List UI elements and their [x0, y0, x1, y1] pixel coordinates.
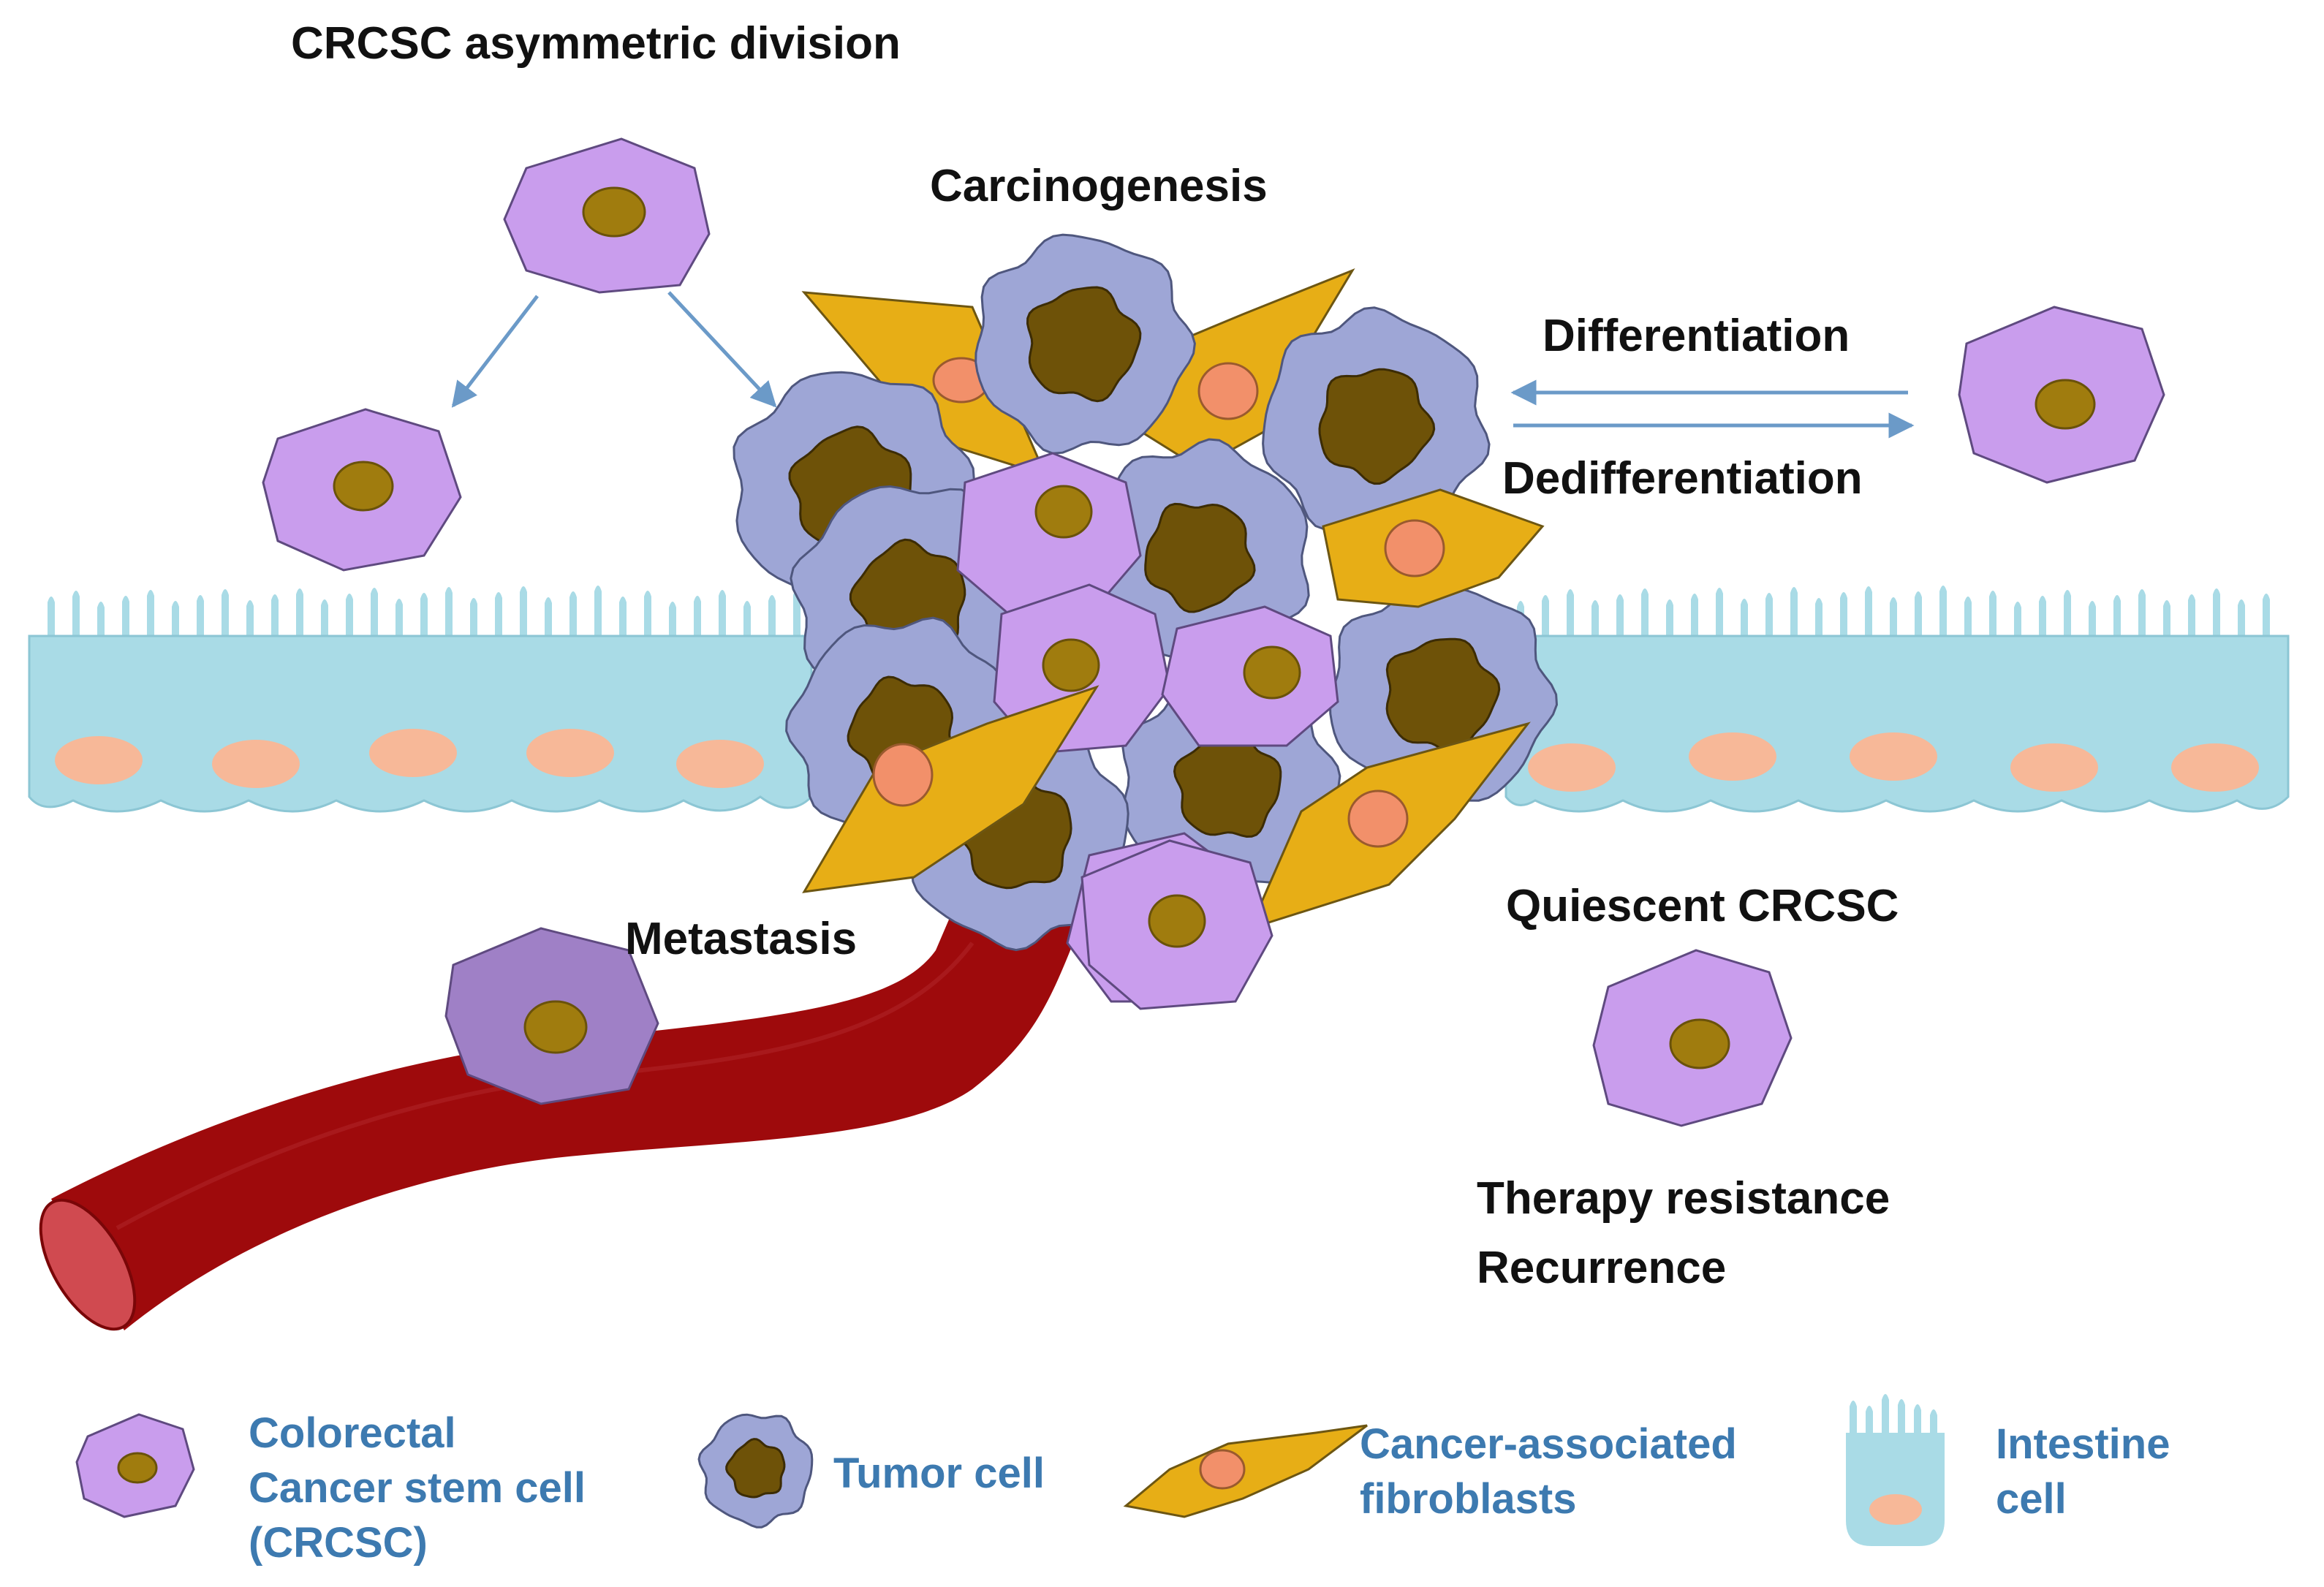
fibroblast-nucleus [1197, 362, 1259, 420]
legend: Colorectal Cancer stem cell (CRCSC) Tumo… [75, 1394, 2170, 1567]
microvilli-right [1517, 586, 2270, 643]
tumor-cell-icon [697, 1413, 814, 1529]
label-dedifferentiation: Dedifferentiation [1502, 453, 1863, 504]
legend-intestine-label: Intestine [1996, 1420, 2170, 1468]
label-asymmetric-division: CRCSC asymmetric division [291, 18, 901, 69]
legend-stem-cell-label: Colorectal [249, 1409, 456, 1457]
division-arrow-left [451, 295, 539, 408]
legend-fibroblast-label: fibroblasts [1360, 1475, 1577, 1523]
legend-stem-cell-label: (CRCSC) [249, 1519, 428, 1567]
stem-nucleus [1042, 638, 1100, 692]
legend-intestine-label: cell [1996, 1475, 2067, 1523]
daughter-stem-cell [262, 408, 462, 572]
fibroblast-nucleus [1384, 519, 1445, 577]
arrows [451, 291, 1915, 439]
legend-intestine-icon [1846, 1394, 1945, 1546]
parent-stem-cell [503, 137, 711, 294]
vessel-opening [39, 1198, 137, 1331]
metastatic-cell [444, 927, 659, 1105]
quiescent-stem-cell [1592, 949, 1793, 1127]
stem-nucleus [1034, 485, 1093, 539]
vessel-body [51, 899, 1082, 1330]
differentiated-cell [1958, 306, 2165, 484]
stem-nucleus [1243, 645, 1301, 700]
label-metastasis: Metastasis [625, 914, 857, 964]
tumor-cell [1262, 306, 1491, 535]
label-recurrence: Recurrence [1477, 1243, 1726, 1293]
legend-stem-cell-icon [75, 1413, 195, 1518]
tumor-mass [733, 233, 1559, 1010]
legend-fibroblast-icon [1123, 1424, 1368, 1518]
division-arrow-right [667, 291, 777, 408]
epithelium-band-right [1504, 635, 2290, 813]
legend-stem-cell-label: Cancer stem cell [249, 1464, 586, 1512]
epithelium-band-left [28, 635, 813, 813]
label-differentiation: Differentiation [1543, 311, 1850, 361]
microvilli-left [48, 586, 800, 643]
label-quiescent: Quiescent CRCSC [1506, 881, 1899, 931]
legend-tumor-cell-icon [697, 1413, 814, 1529]
stem-nucleus [1148, 894, 1206, 948]
fibroblast-nucleus [1347, 789, 1409, 848]
label-carcinogenesis: Carcinogenesis [930, 161, 1268, 211]
fibroblast-nucleus [872, 743, 934, 807]
tumor-cell [974, 233, 1196, 455]
legend-fibroblast-label: Cancer-associated [1360, 1420, 1737, 1468]
epithelium-nuclei [55, 729, 2259, 792]
legend-tumor-cell-label: Tumor cell [833, 1450, 1045, 1497]
label-therapy-resistance: Therapy resistance [1477, 1173, 1890, 1224]
intestinal-epithelium [28, 586, 2290, 813]
